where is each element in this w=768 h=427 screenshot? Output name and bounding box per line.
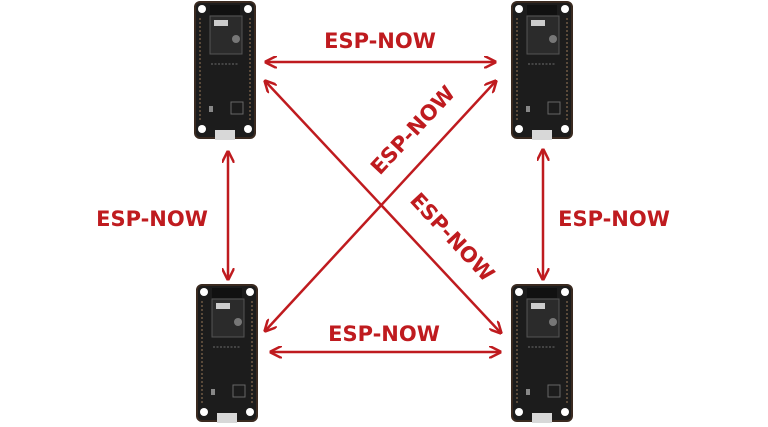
board-top-right: [511, 1, 573, 141]
board-top-left: [194, 1, 256, 141]
board-bottom-right: [511, 284, 573, 424]
label-diagonal-up: ESP-NOW: [366, 81, 460, 179]
label-diagonal-down: ESP-NOW: [405, 188, 499, 286]
arrow-diagonal-down: [266, 82, 500, 332]
board-bottom-left: [196, 284, 258, 424]
label-left: ESP-NOW: [96, 207, 208, 231]
label-bottom: ESP-NOW: [328, 322, 440, 346]
label-top: ESP-NOW: [324, 29, 436, 53]
label-right: ESP-NOW: [558, 207, 670, 231]
